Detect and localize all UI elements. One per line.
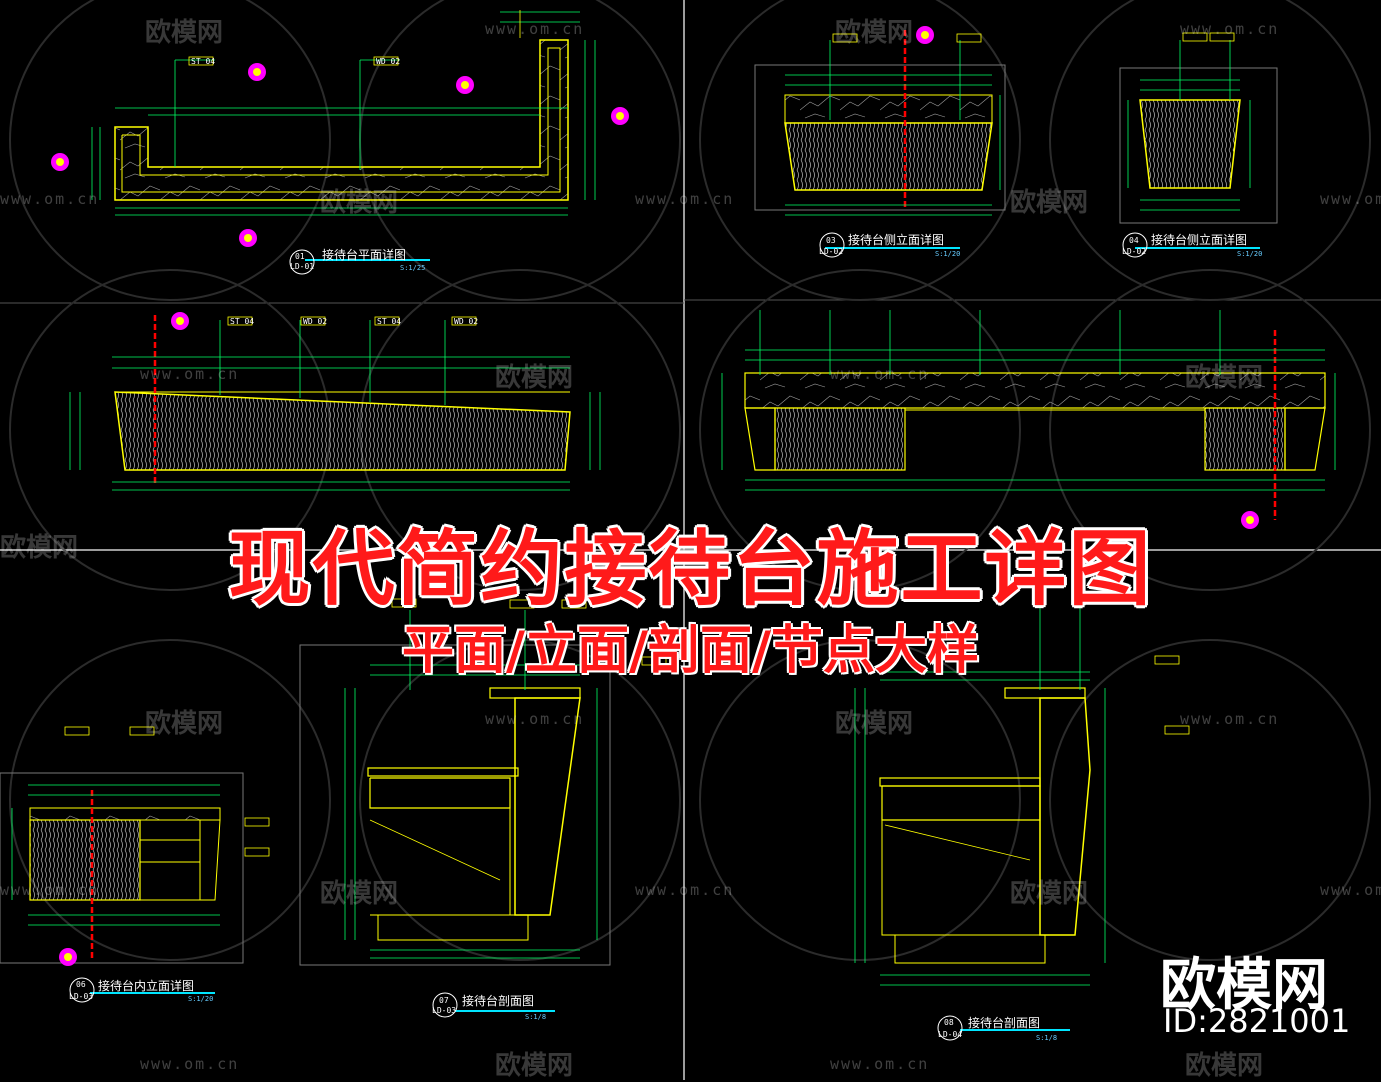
material-code: ST 04	[191, 57, 216, 66]
watermark-url: www.om.cn	[140, 365, 240, 383]
material-tag-boxes	[64, 32, 1235, 857]
material-code: WD 02	[454, 317, 479, 326]
drawing-number: 03	[826, 236, 836, 245]
brand-id: ID:2821001	[1163, 1002, 1351, 1040]
watermark-url: www.om.cn	[140, 1055, 240, 1073]
watermark-url: www.om.cn	[635, 190, 735, 208]
drawing-number: 01	[295, 252, 305, 261]
brand-logo: 欧模网	[1160, 953, 1328, 1018]
watermark-logo: 欧模网	[145, 18, 224, 48]
drawing-number: 04	[1129, 236, 1139, 245]
material-code: ST 04	[230, 317, 255, 326]
watermark-url: www.om.cn	[830, 365, 930, 383]
watermark-url: www.om.cn	[1320, 190, 1381, 208]
drawing-code: LD-02	[1122, 247, 1147, 256]
watermark-url: www.om.cn	[635, 881, 735, 899]
drawing-title: 接待台内立面详图	[98, 979, 195, 993]
watermark-url: www.om.cn	[0, 190, 100, 208]
watermark-url: www.om.cn	[0, 881, 100, 899]
drawing-code: LD-03	[69, 992, 94, 1001]
drawing-scale: S:1/20	[935, 250, 961, 258]
drawing-scale: S:1/8	[525, 1013, 547, 1021]
drawing-scale: S:1/20	[1237, 250, 1263, 258]
drawing-title: 接待台平面详图	[322, 248, 407, 262]
drawing-title: 接待台剖面图	[462, 994, 535, 1008]
side-elevation-03	[754, 26, 1006, 216]
section-drawing-08	[854, 600, 1106, 986]
watermark-logo: 欧模网	[495, 363, 574, 393]
drawing-number: 08	[944, 1018, 954, 1027]
watermark-url: www.om.cn	[1180, 710, 1280, 728]
watermark-logo: 欧模网	[835, 709, 914, 739]
watermark-logo: 欧模网	[1010, 188, 1089, 218]
material-code: WD 02	[303, 317, 328, 326]
drawing-code: LD-04	[938, 1030, 963, 1039]
drawing-title: 接待台侧立面详图	[1151, 233, 1248, 247]
main-title: 现代简约接待台施工详图	[228, 522, 1153, 617]
watermark-logo: 欧模网	[1010, 879, 1089, 909]
watermark-url: www.om.cn	[485, 20, 585, 38]
drawing-scale: S:1/20	[188, 995, 214, 1003]
watermark-logo: 欧模网	[1185, 363, 1264, 393]
drawing-number: 06	[76, 980, 86, 989]
material-code: WD 02	[376, 57, 401, 66]
watermark-url: www.om.cn	[1180, 20, 1280, 38]
watermark-logo: 欧模网	[495, 1051, 574, 1081]
drawing-code: LD-03	[432, 1006, 457, 1015]
watermark-url: www.om.cn	[830, 1055, 930, 1073]
sub-title: 平面/立面/剖面/节点大样	[402, 621, 979, 681]
inner-elevation-06	[721, 310, 1336, 529]
inner-elevation-detail	[0, 772, 244, 966]
plan-drawing-01	[51, 10, 629, 247]
drawing-code: LD-02	[819, 247, 844, 256]
drawing-title: 接待台剖面图	[968, 1016, 1041, 1030]
watermark-logo: 欧模网	[145, 709, 224, 739]
drawing-scale: S:1/25	[400, 264, 426, 272]
watermark-logo: 欧模网	[320, 188, 399, 218]
drawing-scale: S:1/8	[1036, 1034, 1058, 1042]
watermark-url: www.om.cn	[1320, 881, 1381, 899]
watermark-logo: 欧模网	[320, 879, 399, 909]
watermark-logo: 欧模网	[0, 533, 79, 563]
title-underlines	[90, 247, 1260, 1031]
watermark-url: www.om.cn	[485, 710, 585, 728]
material-code: ST 04	[377, 317, 402, 326]
watermark-logo: 欧模网	[835, 18, 914, 48]
front-elevation-05	[69, 312, 601, 491]
watermark-logo: 欧模网	[1185, 1051, 1264, 1081]
side-elevation-04	[1119, 40, 1278, 224]
drawing-code: LD-01	[290, 262, 315, 271]
drawing-number: 07	[439, 996, 449, 1005]
section-drawing-07	[299, 610, 611, 966]
drawing-title: 接待台侧立面详图	[848, 233, 945, 247]
title-circles	[69, 232, 1148, 1041]
